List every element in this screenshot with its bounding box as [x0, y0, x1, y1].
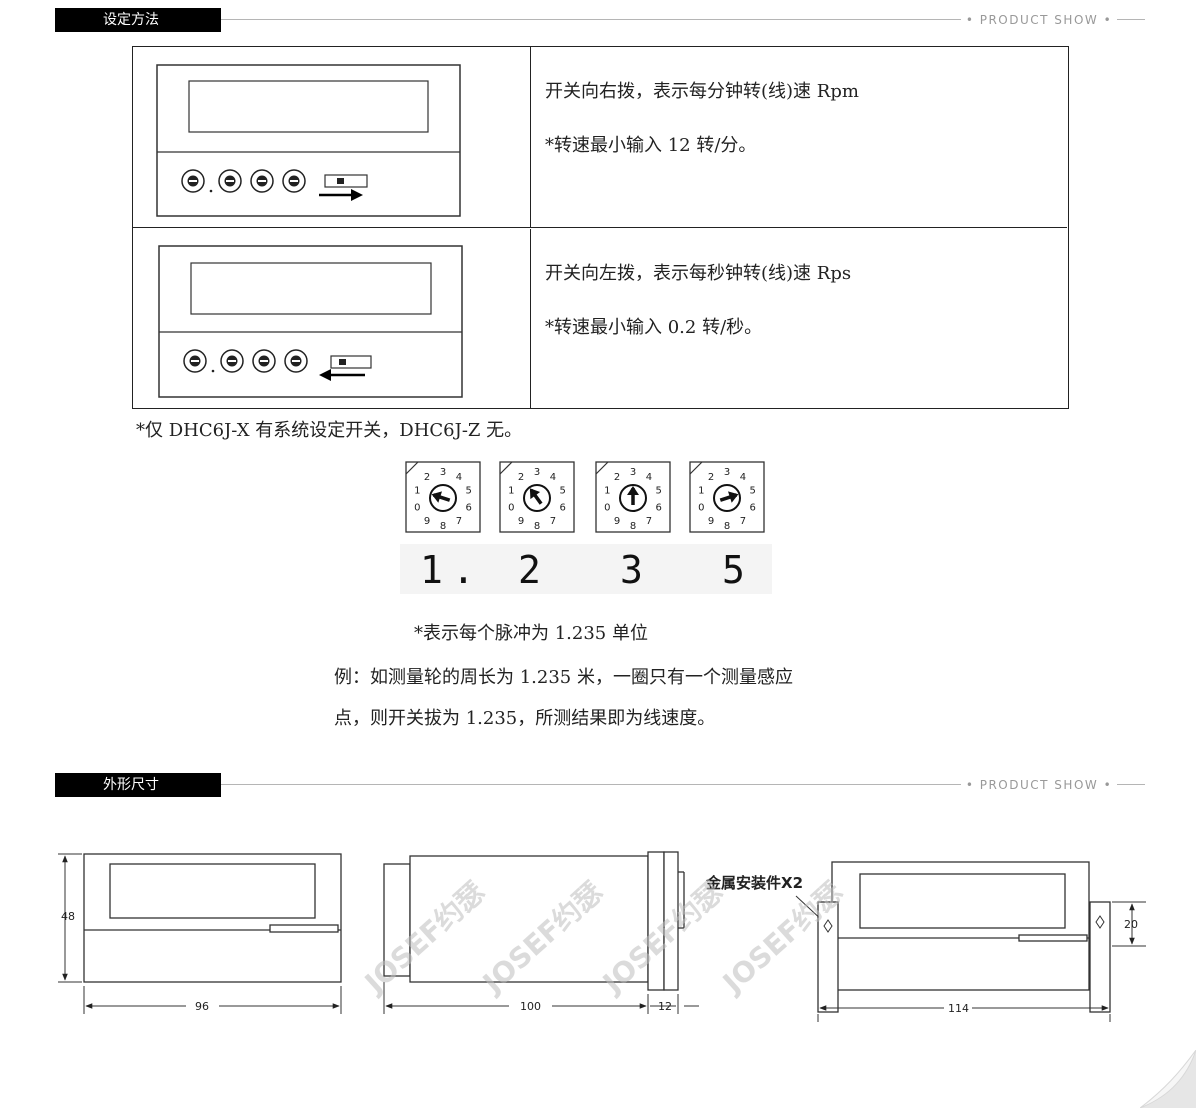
dial-number: 1 [508, 486, 514, 497]
dial-number: 7 [550, 516, 556, 527]
dial-number: 9 [708, 516, 714, 527]
dial-number: 3 [630, 467, 636, 478]
bracket-view [817, 861, 1111, 1013]
settings-row-right: 开关向右拨，表示每分钟转(线)速 Rpm *转速最小输入 12 转/分。 [133, 47, 1067, 228]
setting-minimum: *转速最小输入 0.2 转/秒。 [545, 317, 763, 338]
bracket-label: 金属安装件X2 [705, 874, 803, 892]
setting-description: 开关向右拨，表示每分钟转(线)速 Rpm [545, 81, 859, 102]
dim-bracket-height-label: 20 [1124, 918, 1138, 931]
dial-number: 0 [698, 502, 704, 513]
dial-arrowhead-icon [431, 491, 442, 503]
dimension-drawings: 48 96 100 12 金属安装件X2 20 [58, 851, 1146, 1022]
dial-number: 9 [518, 516, 524, 527]
model-note: *仅 DHC6J-X 有系统设定开关，DHC6J-Z 无。 [136, 420, 523, 441]
setting-text: 开关向右拨，表示每分钟转(线)速 Rpm *转速最小输入 12 转/分。 [531, 47, 1067, 227]
section-title: 外形尺寸 [55, 773, 221, 797]
section-header-dimensions: 外形尺寸 • PRODUCT SHOW • [55, 773, 1145, 797]
dial-number: 5 [466, 486, 472, 497]
dial-number: 4 [646, 472, 652, 483]
example-line: 点，则开关拔为 1.235，所测结果即为线速度。 [334, 708, 716, 729]
dial-digit: 2 [518, 548, 541, 592]
dial-number: 8 [534, 521, 540, 532]
dim-bracket-width-label: 114 [948, 1002, 969, 1015]
dial-number: 7 [456, 516, 462, 527]
dial-decimal-point: . [452, 548, 475, 592]
dial-number: 0 [604, 502, 610, 513]
setting-minimum: *转速最小输入 12 转/分。 [545, 135, 757, 156]
dial-arrowhead-icon [529, 488, 541, 500]
settings-table: 开关向右拨，表示每分钟转(线)速 Rpm *转速最小输入 12 转/分。 [132, 46, 1069, 409]
dial-number: 0 [508, 502, 514, 513]
dim-depth-label: 100 [520, 1000, 541, 1013]
setting-text: 开关向左拨，表示每秒钟转(线)速 Rps *转速最小输入 0.2 转/秒。 [531, 229, 1067, 408]
dial-number: 0 [414, 502, 420, 513]
dial-digit: 5 [722, 548, 745, 592]
meter-panel-switch-right-icon [156, 64, 461, 217]
dial-number: 8 [630, 521, 636, 532]
example-line: 例：如测量轮的周长为 1.235 米，一圈只有一个测量感应 [334, 667, 793, 688]
dim-height-label: 48 [61, 910, 75, 923]
setting-description: 开关向左拨，表示每秒钟转(线)速 Rps [545, 263, 852, 284]
dial-number: 3 [534, 467, 540, 478]
dial-number: 8 [724, 521, 730, 532]
dial-arrowhead-icon [728, 491, 739, 503]
dial-number: 1 [604, 486, 610, 497]
dial-number: 5 [656, 486, 662, 497]
dial-number: 3 [440, 467, 446, 478]
dial-arrowhead-icon [627, 486, 639, 495]
dial-number: 2 [614, 472, 620, 483]
section-tagline: • PRODUCT SHOW • [965, 13, 1113, 27]
dial-number: 7 [646, 516, 652, 527]
dial-number: 9 [614, 516, 620, 527]
meter-panel-switch-left-icon [158, 245, 463, 398]
dial-digit: 3 [620, 548, 643, 592]
panel-figure-left [133, 229, 531, 408]
dial-number: 8 [440, 521, 446, 532]
dial-number: 2 [518, 472, 524, 483]
dial-number: 6 [560, 502, 566, 513]
section-header-settings: 设定方法 • PRODUCT SHOW • [55, 8, 1145, 32]
settings-row-left: 开关向左拨，表示每秒钟转(线)速 Rps *转速最小输入 0.2 转/秒。 [133, 229, 1067, 408]
section-tagline: • PRODUCT SHOW • [965, 778, 1113, 792]
divider-line [1117, 19, 1145, 20]
dial-number: 6 [466, 502, 472, 513]
side-view [383, 851, 685, 991]
section-title: 设定方法 [55, 8, 221, 32]
dial-number: 7 [740, 516, 746, 527]
panel-figure-right [133, 47, 531, 227]
dial-number: 9 [424, 516, 430, 527]
dial-digit: 1 [420, 548, 443, 592]
dial-number: 1 [698, 486, 704, 497]
dial-number: 2 [424, 472, 430, 483]
dial-number: 3 [724, 467, 730, 478]
divider-line [221, 19, 961, 20]
dial-number: 4 [740, 472, 746, 483]
dial-number: 5 [560, 486, 566, 497]
dial-caption: *表示每个脉冲为 1.235 单位 [414, 623, 648, 644]
dial-number: 1 [414, 486, 420, 497]
dial-number: 4 [550, 472, 556, 483]
dial-number: 6 [656, 502, 662, 513]
dial-number: 5 [750, 486, 756, 497]
divider-line [221, 784, 961, 785]
dial-number: 4 [456, 472, 462, 483]
divider-line [1117, 784, 1145, 785]
dial-number: 6 [750, 502, 756, 513]
front-view [83, 853, 342, 983]
page-curl-icon [1140, 1050, 1196, 1108]
dim-flange-label: 12 [658, 1000, 672, 1013]
dim-width-label: 96 [195, 1000, 209, 1013]
dial-number: 2 [708, 472, 714, 483]
